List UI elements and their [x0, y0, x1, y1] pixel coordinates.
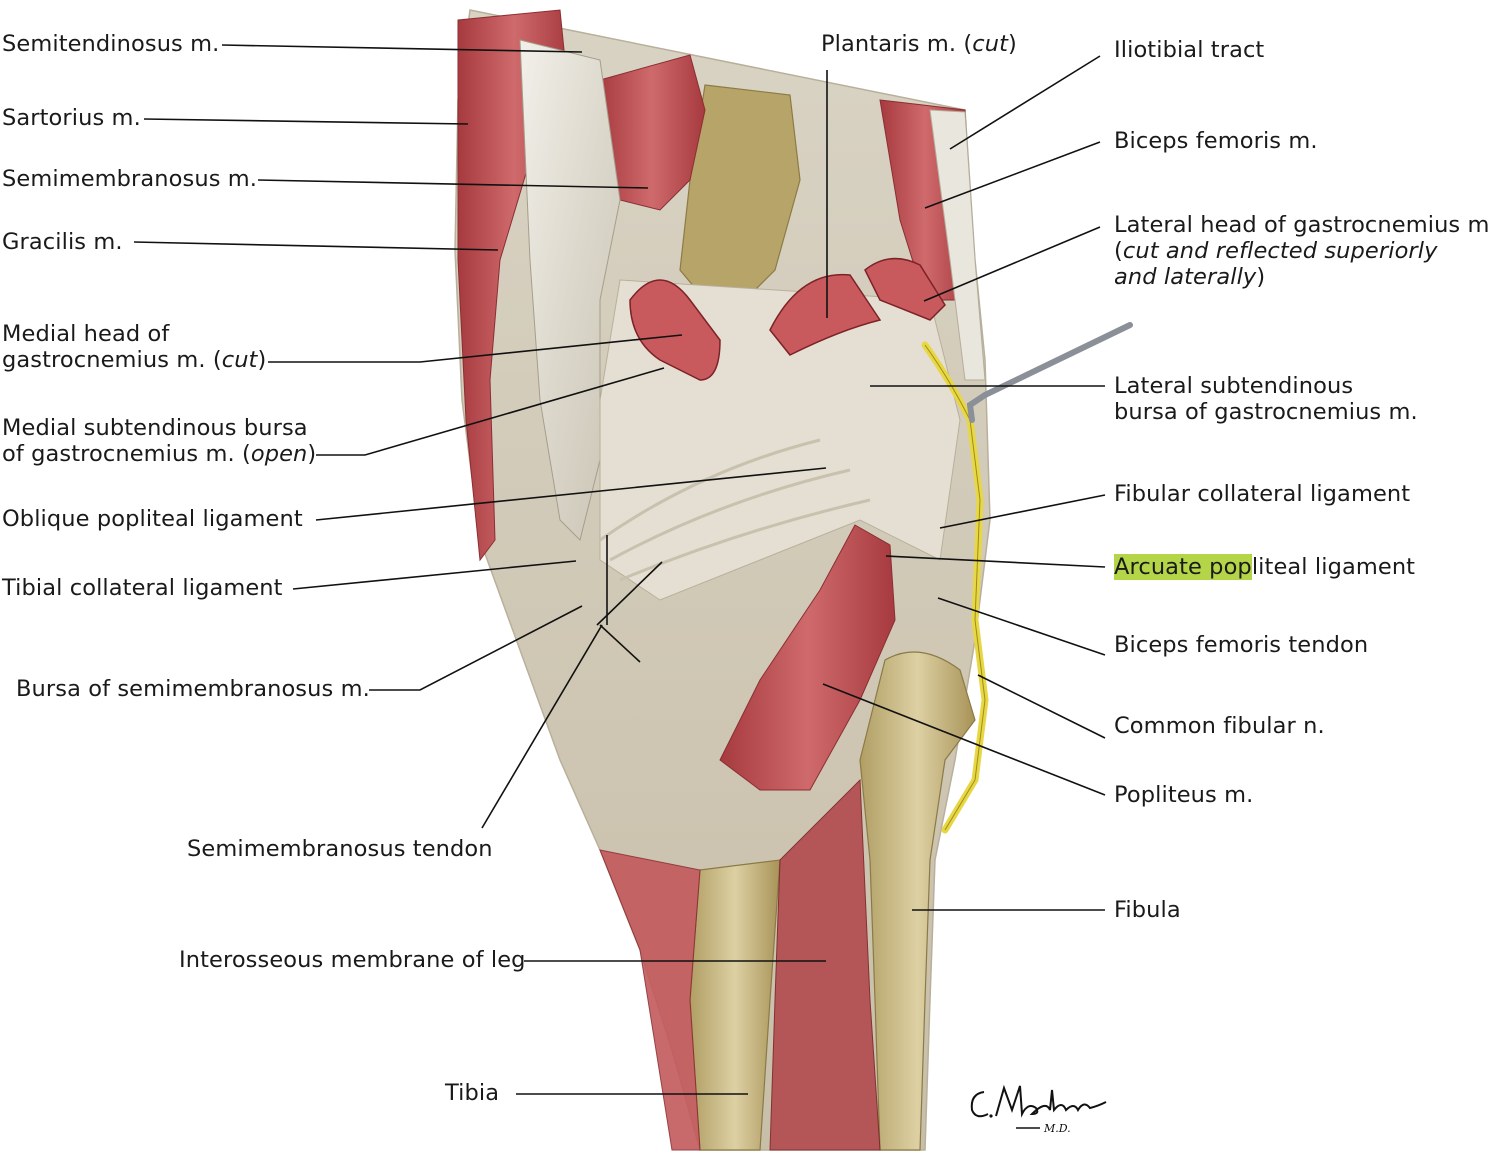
label-bursa-semimembranosus: Bursa of semimembranosus m.	[16, 676, 370, 702]
label-iliotibial-tract: Iliotibial tract	[1114, 37, 1265, 63]
label-semimembranosus-tendon: Semimembranosus tendon	[187, 836, 493, 862]
label-lateral-bursa-line2: bursa of gastrocnemius m.	[1114, 399, 1418, 425]
label-biceps-femoris-muscle: Biceps femoris m.	[1114, 128, 1318, 154]
label-oblique-popliteal-ligament: Oblique popliteal ligament	[2, 506, 303, 532]
text-part: gastrocnemius m. (	[2, 347, 222, 373]
fibula-bone	[859, 651, 976, 1151]
label-lateral-head-gastrocnemius: Lateral head of gastrocnemius m. (cut an…	[1114, 212, 1490, 290]
text-part: )	[1008, 31, 1017, 57]
label-tibia: Tibia	[445, 1080, 500, 1106]
label-biceps-femoris-tendon: Biceps femoris tendon	[1114, 632, 1369, 658]
interosseous-membrane	[769, 778, 881, 1151]
text-part: )	[257, 347, 267, 373]
anatomy-drawing	[454, 9, 1133, 1151]
label-plantaris: Plantaris m. (cut)	[821, 31, 1017, 57]
label-medial-subtendinous-bursa: Medial subtendinous bursa of gastrocnemi…	[2, 415, 316, 467]
text-part: (	[1114, 238, 1123, 264]
label-lateral-head-line2: (cut and reflected superiorly	[1114, 238, 1490, 264]
label-lateral-head-line1: Lateral head of gastrocnemius m.	[1114, 212, 1490, 238]
text-part: )	[307, 441, 317, 467]
search-highlight: Arcuate pop	[1114, 554, 1252, 580]
label-tibial-collateral-ligament: Tibial collateral ligament	[2, 575, 283, 601]
text-part: )	[1256, 264, 1266, 290]
iliotibial-tract	[929, 109, 986, 381]
label-gracilis: Gracilis m.	[2, 229, 123, 255]
medial-gastrocnemius-cut	[629, 279, 721, 381]
popliteus-muscle	[719, 524, 896, 791]
text-part-italic: cut	[972, 31, 1009, 57]
label-medial-head-line1: Medial head of	[2, 321, 170, 347]
label-medial-head-line2: gastrocnemius m. (cut)	[2, 347, 266, 373]
label-lateral-head-line3: and laterally)	[1114, 264, 1490, 290]
svg-text:M.D.: M.D.	[1043, 1122, 1071, 1135]
text-part-italic: and laterally	[1114, 264, 1257, 290]
label-arcuate-popliteal-ligament: Arcuate popliteal ligament	[1114, 554, 1415, 580]
lateral-gastrocnemius-cut	[864, 257, 946, 321]
label-semitendinosus: Semitendinosus m.	[2, 31, 220, 57]
leader-lines	[133, 44, 1106, 1095]
nerve-outline	[924, 344, 986, 831]
label-lateral-bursa-line1: Lateral subtendinous	[1114, 373, 1354, 399]
label-medial-bursa-line2: of gastrocnemius m. (open)	[2, 441, 316, 467]
text-part: of gastrocnemius m. (	[2, 441, 251, 467]
plantaris-cut	[769, 273, 882, 356]
text-part-italic: cut	[221, 347, 258, 373]
label-fibular-collateral-ligament: Fibular collateral ligament	[1114, 481, 1411, 507]
retractor-instrument	[966, 322, 1133, 423]
label-fibula: Fibula	[1114, 897, 1181, 923]
text-part: Plantaris m. (	[821, 31, 973, 57]
text-part: liteal ligament	[1251, 554, 1416, 580]
label-semimembranosus: Semimembranosus m.	[2, 166, 258, 192]
artist-signature: M.D.	[970, 1084, 1107, 1135]
medial-tendons	[519, 39, 621, 541]
text-part-italic: cut and reflected superiorly	[1122, 238, 1438, 264]
text-part-italic: open	[250, 441, 308, 467]
soleus-medial-part	[599, 849, 701, 1151]
label-common-fibular-nerve: Common fibular n.	[1114, 713, 1325, 739]
label-sartorius: Sartorius m.	[2, 105, 141, 131]
label-medial-head-gastrocnemius: Medial head of gastrocnemius m. (cut)	[2, 321, 266, 373]
label-popliteus: Popliteus m.	[1114, 782, 1254, 808]
label-lateral-subtendinous-bursa: Lateral subtendinous bursa of gastrocnem…	[1114, 373, 1418, 425]
label-interosseous-membrane: Interosseous membrane of leg	[179, 947, 526, 973]
label-medial-bursa-line1: Medial subtendinous bursa	[2, 415, 308, 441]
